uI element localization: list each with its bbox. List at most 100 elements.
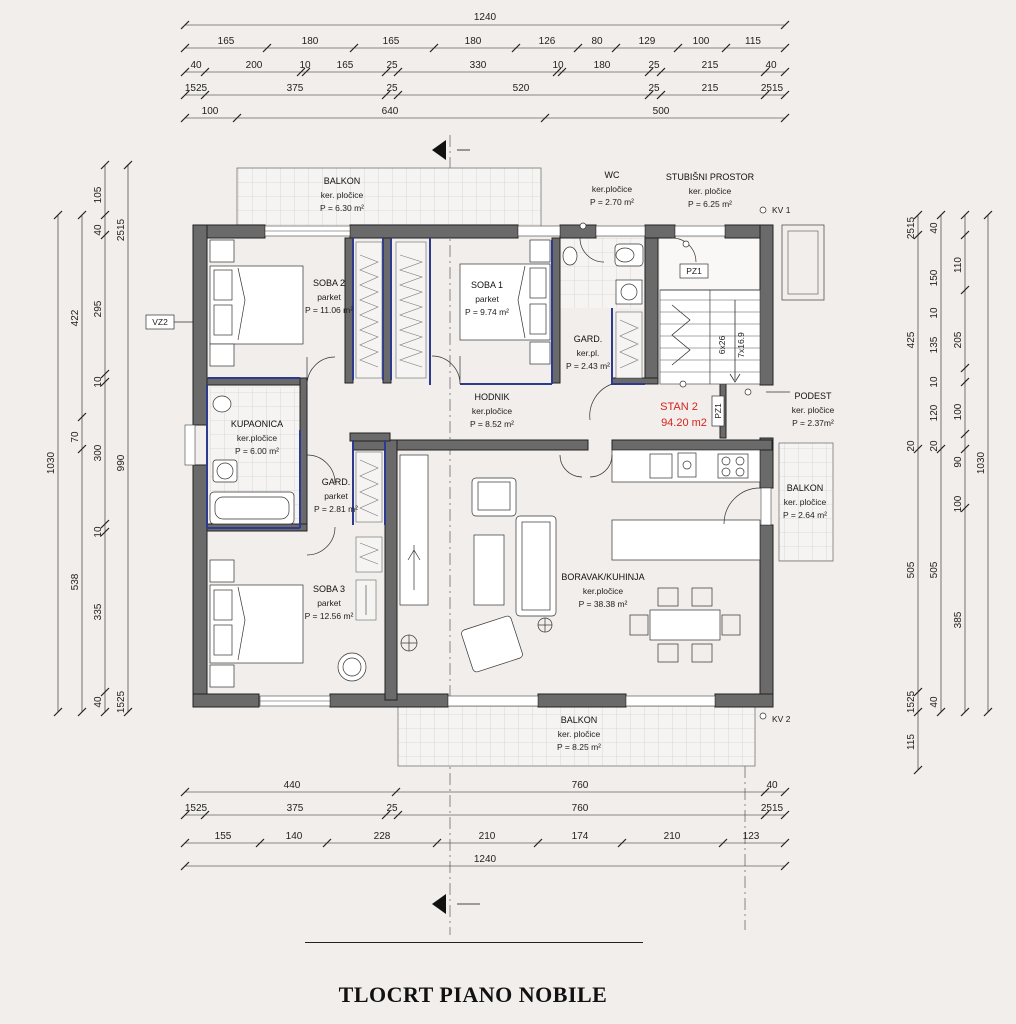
- svg-text:ker.pločice: ker.pločice: [592, 184, 632, 194]
- svg-text:1030: 1030: [46, 451, 57, 474]
- svg-text:10: 10: [552, 60, 564, 71]
- svg-text:180: 180: [465, 36, 482, 47]
- svg-text:330: 330: [470, 60, 487, 71]
- svg-text:P = 9.74 m²: P = 9.74 m²: [465, 307, 509, 317]
- svg-text:180: 180: [302, 36, 319, 47]
- svg-text:110: 110: [953, 257, 964, 273]
- label-kupaonica: KUPAONICA ker.pločice P = 6.00 m²: [231, 419, 283, 456]
- label-wc: WC ker.pločice P = 2.70 m²: [590, 170, 634, 207]
- svg-text:10: 10: [929, 307, 940, 319]
- svg-text:760: 760: [572, 803, 589, 814]
- svg-text:40: 40: [93, 696, 104, 708]
- svg-text:165: 165: [383, 36, 400, 47]
- svg-text:422: 422: [70, 309, 81, 326]
- svg-text:10: 10: [93, 376, 104, 388]
- svg-text:165: 165: [218, 36, 235, 47]
- svg-text:GARD.: GARD.: [574, 334, 603, 344]
- svg-text:BALKON: BALKON: [561, 715, 598, 725]
- title-rule: [305, 942, 643, 943]
- staircase: 6x26 7x16.9: [659, 289, 761, 385]
- svg-text:180: 180: [594, 60, 611, 71]
- svg-text:94.20 m2: 94.20 m2: [661, 417, 707, 429]
- svg-text:40: 40: [929, 222, 940, 234]
- svg-text:BALKON: BALKON: [787, 483, 824, 493]
- svg-text:205: 205: [953, 331, 964, 348]
- svg-text:ker.pločice: ker.pločice: [583, 586, 623, 596]
- svg-text:440: 440: [284, 780, 301, 791]
- svg-text:228: 228: [374, 831, 391, 842]
- svg-text:parket: parket: [317, 292, 341, 302]
- bottom-dimensions: 440 760 40 1525 375 25 760 2515 155 140 …: [180, 780, 790, 871]
- label-balkon-right: BALKON ker. pločice P = 2.64 m²: [783, 483, 827, 520]
- label-stubisni-prostor: STUBIŠNI PROSTOR ker. pločice P = 6.25 m…: [666, 172, 755, 209]
- label-soba-1: SOBA 1 parket P = 9.74 m²: [465, 280, 509, 317]
- svg-text:P = 8.25 m²: P = 8.25 m²: [557, 742, 601, 752]
- svg-text:165: 165: [337, 60, 354, 71]
- svg-text:BORAVAK/KUHINJA: BORAVAK/KUHINJA: [561, 572, 644, 582]
- svg-text:335: 335: [93, 603, 104, 620]
- svg-text:1525: 1525: [185, 83, 208, 94]
- svg-text:ker. pločice: ker. pločice: [784, 497, 827, 507]
- svg-text:120: 120: [929, 404, 940, 421]
- svg-text:40: 40: [93, 224, 104, 236]
- label-soba-2: SOBA 2 parket P = 11.06 m²: [305, 278, 353, 315]
- left-dimensions: 1030 422 70 538 105 40 2515 295 10 300 1…: [46, 160, 133, 717]
- right-dimensions: 2515 40 110 150 10 135 205 10 120 100 20…: [906, 210, 993, 775]
- svg-text:40: 40: [929, 696, 940, 708]
- unit-label: STAN 2 94.20 m2: [660, 401, 707, 429]
- svg-text:505: 505: [906, 561, 917, 578]
- svg-text:25: 25: [386, 803, 398, 814]
- room-labels: BALKON ker. pločice P = 6.30 m² WC ker.p…: [152, 170, 834, 752]
- label-gard-1: GARD. ker.pl. P = 2.43 m²: [566, 334, 610, 371]
- bed-soba-3: [209, 584, 304, 664]
- sofa: [515, 515, 557, 617]
- svg-text:174: 174: [572, 831, 589, 842]
- svg-text:HODNIK: HODNIK: [474, 392, 509, 402]
- svg-text:115: 115: [745, 36, 761, 47]
- svg-text:STAN 2: STAN 2: [660, 401, 698, 413]
- tag-kv2: KV 2: [772, 714, 791, 724]
- top-dimensions: 1240 165 180 165 180 126 80 129 100 115 …: [180, 12, 790, 123]
- svg-text:1525: 1525: [906, 690, 917, 713]
- svg-text:parket: parket: [324, 491, 348, 501]
- svg-text:115: 115: [906, 734, 917, 750]
- svg-text:ker. pločice: ker. pločice: [792, 405, 835, 415]
- tag-pz1-2: PZ1: [713, 403, 723, 419]
- svg-text:215: 215: [702, 83, 719, 94]
- svg-text:126: 126: [539, 36, 556, 47]
- balcony-right: [778, 442, 834, 562]
- svg-text:520: 520: [513, 83, 530, 94]
- svg-text:100: 100: [693, 36, 710, 47]
- svg-text:2515: 2515: [116, 218, 127, 241]
- svg-text:ker. pločice: ker. pločice: [558, 729, 601, 739]
- tag-vz2: VZ2: [152, 317, 168, 327]
- svg-text:25: 25: [648, 83, 660, 94]
- svg-text:parket: parket: [475, 294, 499, 304]
- svg-text:385: 385: [953, 611, 964, 628]
- svg-text:40: 40: [765, 60, 777, 71]
- svg-text:990: 990: [116, 454, 127, 471]
- armchair: [471, 477, 517, 517]
- svg-text:129: 129: [639, 36, 656, 47]
- svg-text:P = 6.30 m²: P = 6.30 m²: [320, 203, 364, 213]
- windows: [184, 225, 772, 707]
- svg-text:P = 6.00 m²: P = 6.00 m²: [235, 446, 279, 456]
- svg-text:P = 2.70 m²: P = 2.70 m²: [590, 197, 634, 207]
- svg-text:500: 500: [653, 106, 670, 117]
- svg-text:WC: WC: [605, 170, 620, 180]
- svg-text:ker.pločice: ker.pločice: [472, 406, 512, 416]
- svg-text:GARD.: GARD.: [322, 477, 351, 487]
- svg-text:ker. pločice: ker. pločice: [321, 190, 364, 200]
- svg-text:123: 123: [743, 831, 760, 842]
- drawing-title: TLOCRT PIANO NOBILE: [338, 982, 608, 1007]
- washbasin: [212, 395, 232, 413]
- tag-pz1: PZ1: [686, 266, 702, 276]
- svg-text:ker.pločice: ker.pločice: [237, 433, 277, 443]
- svg-text:ker.pl.: ker.pl.: [577, 348, 600, 358]
- svg-text:760: 760: [572, 780, 589, 791]
- dim-bottom-total: 1240: [474, 854, 497, 865]
- wardrobes: [206, 238, 645, 621]
- balconies: [236, 167, 834, 767]
- svg-text:parket: parket: [317, 598, 341, 608]
